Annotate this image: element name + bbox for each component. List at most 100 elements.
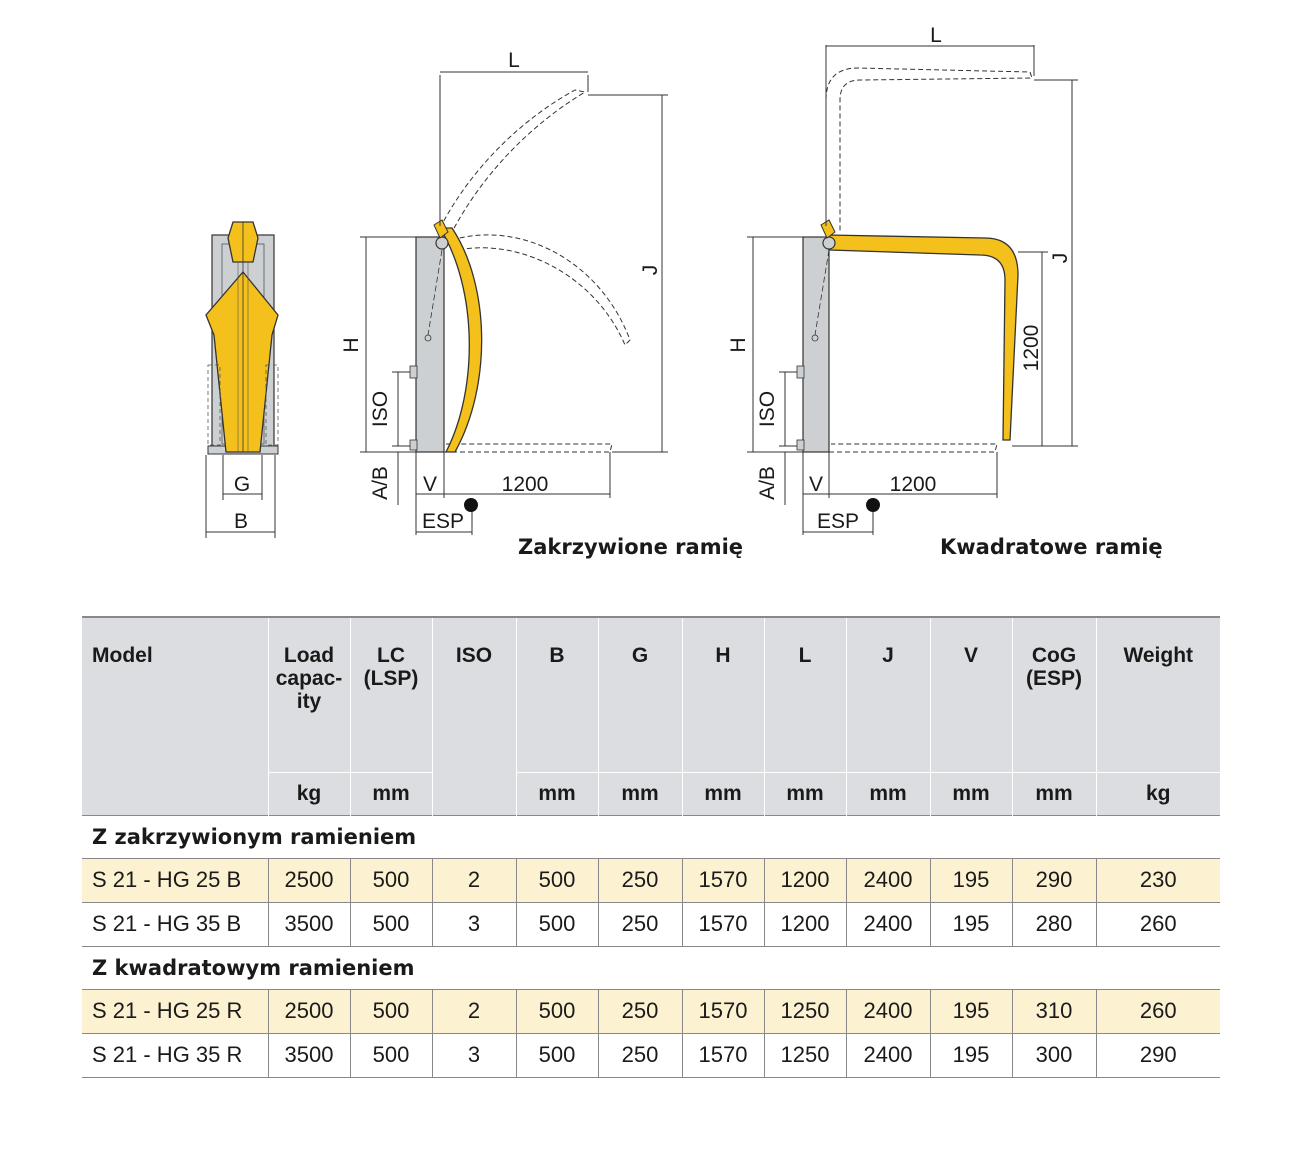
curved-dim-iso: ISO bbox=[369, 391, 392, 427]
cell-l: 1200 bbox=[763, 902, 846, 947]
curved-dim-j: J bbox=[639, 265, 662, 276]
cell-iso: 3 bbox=[431, 1033, 516, 1078]
col-header-iso: ISO bbox=[431, 617, 516, 815]
col-header-weight: Weight bbox=[1095, 617, 1220, 772]
unit-cog: mm bbox=[1011, 771, 1096, 815]
square-dim-1200: 1200 bbox=[890, 473, 937, 496]
cell-h: 1570 bbox=[681, 902, 764, 947]
cell-v: 195 bbox=[929, 902, 1012, 947]
square-dim-l: L bbox=[930, 24, 942, 47]
cell-h: 1570 bbox=[681, 858, 764, 903]
cell-v: 195 bbox=[929, 989, 1012, 1034]
cell-h: 1570 bbox=[681, 1033, 764, 1078]
cell-b: 500 bbox=[515, 858, 598, 903]
col-header-cog: CoG(ESP) bbox=[1011, 617, 1096, 772]
curved-dim-h: H bbox=[340, 337, 363, 352]
cell-l: 1200 bbox=[763, 858, 846, 903]
curved-arm-shape bbox=[438, 227, 483, 453]
cell-model: S 21 - HG 25 B bbox=[82, 858, 268, 903]
curved-dim-v: V bbox=[423, 473, 437, 496]
table-row: S 21 - HG 25 B 2500 500 2 500 250 1570 1… bbox=[82, 858, 1220, 903]
unit-v: mm bbox=[929, 771, 1012, 815]
cell-j: 2400 bbox=[845, 1033, 930, 1078]
cell-model: S 21 - HG 35 R bbox=[82, 1033, 268, 1078]
cell-lc: 500 bbox=[349, 1033, 432, 1078]
cell-weight: 230 bbox=[1095, 858, 1220, 903]
cell-l: 1250 bbox=[763, 989, 846, 1034]
curved-dim-ab: A/B bbox=[369, 466, 392, 500]
section-heading-curved: Z zakrzywionym ramieniem bbox=[82, 815, 1220, 859]
unit-load: kg bbox=[267, 771, 350, 815]
table-row: S 21 - HG 35 B 3500 500 3 500 250 1570 1… bbox=[82, 902, 1220, 947]
cell-weight: 290 bbox=[1095, 1033, 1220, 1078]
units-row: kg mm mm mm mm mm mm mm mm kg bbox=[82, 771, 1220, 815]
square-arm-view: L J 1200 H ISO A/B V 1200 ESP bbox=[727, 24, 1078, 535]
caption-square-arm: Kwadratowe ramię bbox=[940, 535, 1163, 559]
square-dim-ab: A/B bbox=[756, 466, 779, 500]
square-dim-height: 1200 bbox=[1020, 325, 1043, 372]
cell-load: 2500 bbox=[267, 989, 350, 1034]
cell-b: 500 bbox=[515, 1033, 598, 1078]
cell-weight: 260 bbox=[1095, 989, 1220, 1034]
dim-label-b: B bbox=[234, 510, 248, 533]
col-header-g: G bbox=[597, 617, 682, 772]
curved-arm-view: L J H ISO A/B V 1200 ESP bbox=[340, 49, 668, 535]
cell-load: 3500 bbox=[267, 1033, 350, 1078]
unit-l: mm bbox=[763, 771, 846, 815]
cell-g: 250 bbox=[597, 989, 682, 1034]
square-dim-v: V bbox=[809, 473, 823, 496]
caption-curved-arm: Zakrzywione ramię bbox=[518, 535, 744, 559]
col-header-j: J bbox=[845, 617, 930, 772]
center-of-gravity-dot bbox=[866, 498, 880, 512]
unit-h: mm bbox=[681, 771, 764, 815]
col-header-b: B bbox=[515, 617, 598, 772]
cell-lc: 500 bbox=[349, 858, 432, 903]
cell-load: 3500 bbox=[267, 902, 350, 947]
col-header-model: Model bbox=[82, 617, 268, 815]
cell-iso: 3 bbox=[431, 902, 516, 947]
center-of-gravity-dot bbox=[464, 498, 478, 512]
cell-b: 500 bbox=[515, 902, 598, 947]
cell-lc: 500 bbox=[349, 989, 432, 1034]
cell-b: 500 bbox=[515, 989, 598, 1034]
technical-diagram: G B L J H bbox=[205, 24, 1078, 538]
table-row: S 21 - HG 35 R 3500 500 3 500 250 1570 1… bbox=[82, 1033, 1220, 1078]
cell-load: 2500 bbox=[267, 858, 350, 903]
col-header-l: L bbox=[763, 617, 846, 772]
square-dim-j: J bbox=[1049, 253, 1072, 264]
cell-model: S 21 - HG 35 B bbox=[82, 902, 268, 947]
cell-h: 1570 bbox=[681, 989, 764, 1034]
cell-g: 250 bbox=[597, 858, 682, 903]
cell-iso: 2 bbox=[431, 989, 516, 1034]
cell-cog: 300 bbox=[1011, 1033, 1096, 1078]
unit-g: mm bbox=[597, 771, 682, 815]
cell-j: 2400 bbox=[845, 858, 930, 903]
square-dim-iso: ISO bbox=[756, 391, 779, 427]
cell-iso: 2 bbox=[431, 858, 516, 903]
cell-weight: 260 bbox=[1095, 902, 1220, 947]
cell-lc: 500 bbox=[349, 902, 432, 947]
unit-b: mm bbox=[515, 771, 598, 815]
col-header-lc: LC(LSP) bbox=[349, 617, 432, 772]
cell-v: 195 bbox=[929, 1033, 1012, 1078]
cell-cog: 280 bbox=[1011, 902, 1096, 947]
table-row: S 21 - HG 25 R 2500 500 2 500 250 1570 1… bbox=[82, 989, 1220, 1034]
cell-model: S 21 - HG 25 R bbox=[82, 989, 268, 1034]
cell-cog: 310 bbox=[1011, 989, 1096, 1034]
section-heading-square: Z kwadratowym ramieniem bbox=[82, 946, 1220, 990]
curved-dim-l: L bbox=[508, 49, 520, 72]
cell-l: 1250 bbox=[763, 1033, 846, 1078]
curved-dim-esp: ESP bbox=[422, 510, 464, 533]
curved-dim-1200: 1200 bbox=[502, 473, 549, 496]
cell-v: 195 bbox=[929, 858, 1012, 903]
dim-label-g: G bbox=[234, 473, 250, 496]
unit-lc: mm bbox=[349, 771, 432, 815]
unit-weight: kg bbox=[1095, 771, 1220, 815]
cell-cog: 290 bbox=[1011, 858, 1096, 903]
col-header-v: V bbox=[929, 617, 1012, 772]
cell-j: 2400 bbox=[845, 989, 930, 1034]
square-arm-shape bbox=[827, 234, 1019, 441]
